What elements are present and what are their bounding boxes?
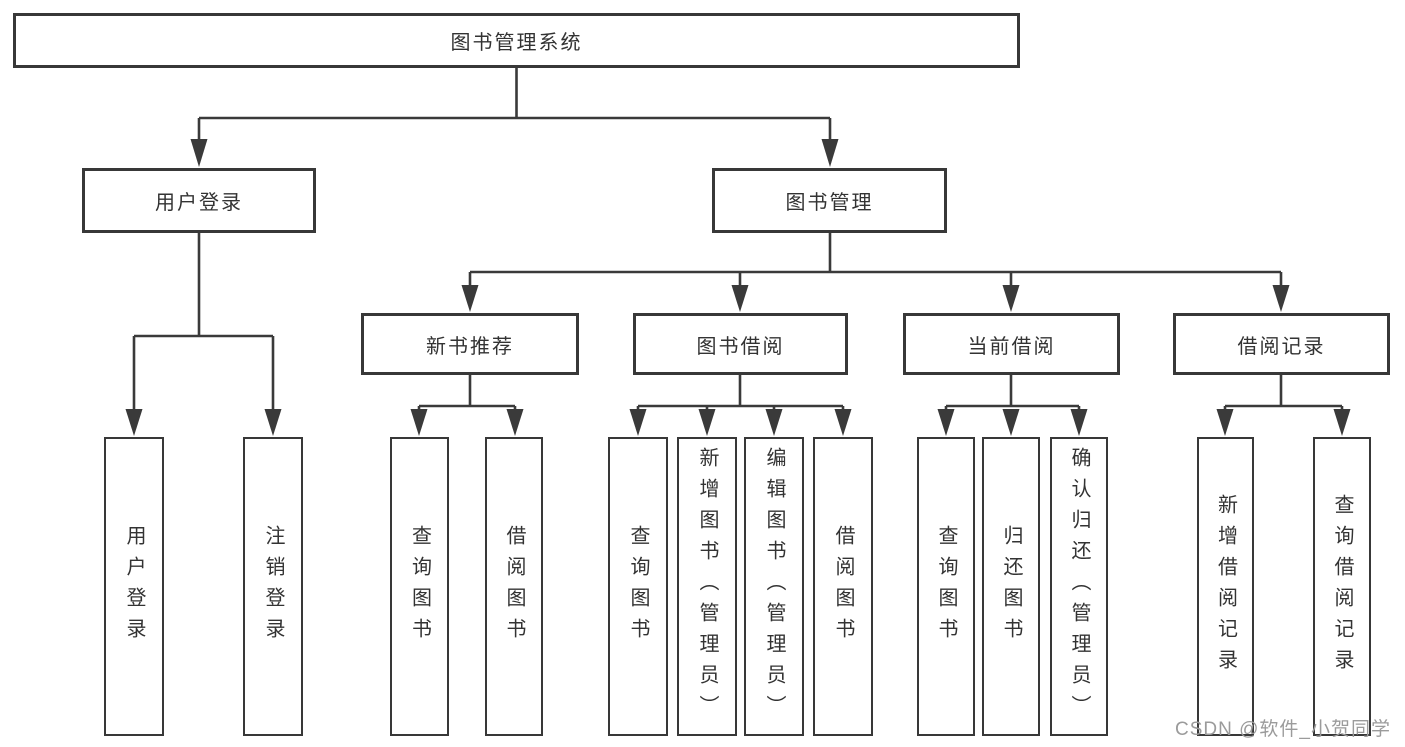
- leaf-add-books-admin: 新增图书（管理员）: [677, 437, 737, 736]
- connector-root-to-level2: [197, 68, 832, 142]
- node-user-login-label: 用户登录: [155, 192, 243, 214]
- leaf-return-books: 归还图书: [982, 437, 1040, 736]
- node-root: 图书管理系统: [13, 13, 1020, 68]
- arrowhead: [1070, 409, 1088, 436]
- node-book-borrowing: 图书借阅: [633, 313, 848, 375]
- arrowhead: [834, 409, 852, 436]
- arrowhead: [731, 285, 749, 312]
- arrowhead: [1002, 285, 1020, 312]
- arrowhead: [1333, 409, 1351, 436]
- node-book-management-label: 图书管理: [785, 192, 874, 214]
- arrowhead: [698, 409, 716, 436]
- node-borrowing-records: 借阅记录: [1173, 313, 1390, 375]
- connector-bookmgmt-to-level3: [468, 233, 1283, 288]
- leaf-add-borrow-record-label: 新增借阅记录: [1214, 493, 1237, 680]
- leaf-query-books-recommend-label: 查询图书: [408, 524, 431, 649]
- node-new-book-recommend-label: 新书推荐: [426, 335, 514, 358]
- leaf-add-borrow-record: 新增借阅记录: [1197, 437, 1254, 736]
- arrowhead: [506, 409, 524, 436]
- leaf-return-books-label: 归还图书: [1000, 524, 1022, 649]
- arrowhead: [629, 409, 647, 436]
- connector-userlogin-to-leaves: [132, 233, 275, 412]
- csdn-watermark: CSDN @软件_小贺同学: [1175, 719, 1391, 740]
- node-user-login: 用户登录: [82, 168, 316, 233]
- arrowhead: [461, 285, 479, 312]
- arrowhead: [937, 409, 955, 436]
- leaf-borrow-books-label: 借阅图书: [832, 524, 854, 649]
- node-current-borrowing: 当前借阅: [903, 313, 1120, 375]
- arrowhead: [1272, 285, 1290, 312]
- leaf-edit-books-admin: 编辑图书（管理员）: [744, 437, 804, 736]
- leaf-borrow-books: 借阅图书: [813, 437, 873, 736]
- connector-records-to-leaves: [1223, 374, 1344, 412]
- arrowhead: [765, 409, 783, 436]
- arrowhead: [190, 139, 208, 167]
- leaf-borrow-books-recommend: 借阅图书: [485, 437, 543, 736]
- leaf-query-borrow-record: 查询借阅记录: [1313, 437, 1371, 736]
- node-new-book-recommend: 新书推荐: [361, 313, 579, 375]
- connector-newbook-to-leaves: [417, 374, 517, 412]
- leaf-user-login-label: 用户登录: [123, 524, 145, 649]
- connector-current-to-leaves: [944, 374, 1081, 412]
- leaf-query-books-recommend: 查询图书: [390, 437, 449, 736]
- arrowhead: [1002, 409, 1020, 436]
- arrowhead: [264, 409, 282, 436]
- connector-borrowing-to-leaves: [636, 374, 845, 412]
- node-book-borrowing-label: 图书借阅: [696, 335, 785, 358]
- leaf-query-books-borrowing: 查询图书: [608, 437, 668, 736]
- arrowhead: [125, 409, 143, 436]
- arrowhead: [410, 409, 428, 436]
- leaf-borrow-books-recommend-label: 借阅图书: [503, 524, 525, 649]
- leaf-logout-label: 注销登录: [262, 524, 284, 649]
- arrowhead: [1216, 409, 1234, 436]
- leaf-query-books-borrowing-label: 查询图书: [627, 524, 649, 649]
- leaf-add-books-admin-label: 新增图书（管理员）: [696, 447, 718, 726]
- node-borrowing-records-label: 借阅记录: [1237, 335, 1326, 358]
- node-root-label: 图书管理系统: [450, 32, 583, 54]
- leaf-user-login: 用户登录: [104, 437, 164, 736]
- leaf-edit-books-admin-label: 编辑图书（管理员）: [763, 447, 785, 726]
- leaf-query-borrow-record-label: 查询借阅记录: [1331, 493, 1353, 680]
- leaf-query-books-current: 查询图书: [917, 437, 975, 736]
- leaf-query-books-current-label: 查询图书: [935, 524, 957, 649]
- leaf-confirm-return-admin: 确认归还（管理员）: [1050, 437, 1108, 736]
- node-current-borrowing-label: 当前借阅: [967, 335, 1056, 358]
- arrowhead: [821, 139, 839, 167]
- leaf-confirm-return-admin-label: 确认归还（管理员）: [1068, 447, 1090, 726]
- node-book-management: 图书管理: [712, 168, 947, 233]
- leaf-logout: 注销登录: [243, 437, 303, 736]
